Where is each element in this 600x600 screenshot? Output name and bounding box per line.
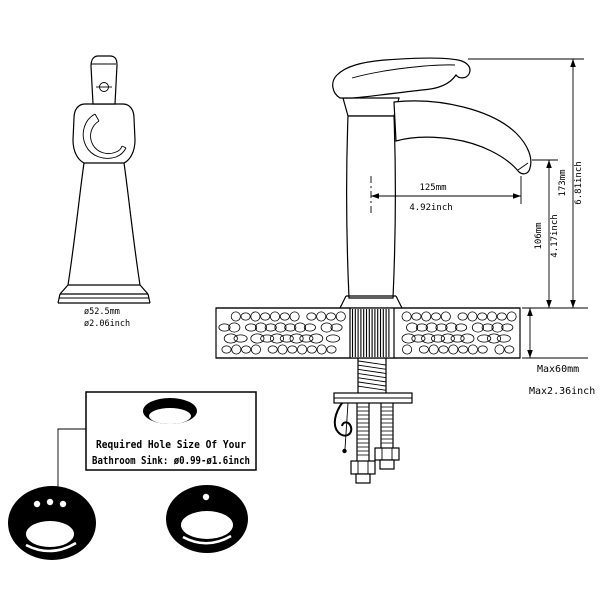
sink1-basin bbox=[181, 511, 233, 539]
side-handle bbox=[332, 57, 471, 99]
dim-spout-reach-inch: 4.92inch bbox=[409, 203, 452, 213]
sink3-basin bbox=[26, 521, 74, 547]
dim-spout-height-inch: 4.17inch bbox=[550, 214, 560, 257]
hose-left-ribs bbox=[357, 406, 369, 456]
dim-spout-height-mm: 106mm bbox=[534, 222, 544, 249]
countertop-pebbles bbox=[218, 311, 517, 355]
mounting-hook bbox=[333, 402, 353, 437]
sink3-hole-center bbox=[46, 498, 54, 506]
sink-three-hole bbox=[8, 486, 96, 560]
sink1-hole bbox=[202, 493, 210, 501]
faucet-side-view bbox=[332, 57, 532, 309]
countertop bbox=[215, 307, 521, 359]
side-spout bbox=[393, 100, 532, 175]
dim-deck-thickness-inch: Max2.36inch bbox=[529, 386, 595, 397]
front-base-diameter-inch: ø2.06inch bbox=[84, 319, 130, 329]
note-leader-line bbox=[57, 428, 86, 487]
dim-overall-height-inch: 6.81inch bbox=[574, 161, 584, 204]
front-handle bbox=[90, 55, 118, 105]
dim-overall-height-mm: 173mm bbox=[558, 169, 568, 196]
drain-rod bbox=[344, 402, 349, 450]
front-spout-housing bbox=[72, 103, 136, 164]
shank-hatch bbox=[351, 309, 390, 357]
side-neck bbox=[342, 97, 400, 117]
hose-right-ribs bbox=[381, 406, 393, 444]
dim-deck-thickness-mm: Max60mm bbox=[537, 364, 579, 375]
hose-right-nut bbox=[374, 447, 400, 461]
hole-note-line2: Bathroom Sink: ø0.99-ø1.6inch bbox=[92, 455, 250, 467]
faucet-front-view: ø52.5mm ø2.06inch bbox=[57, 55, 151, 329]
under-mount-hardware bbox=[333, 358, 413, 484]
sink-single-hole bbox=[166, 485, 248, 553]
dimensions: 125mm 4.92inch 106mm 4.17inch 173mm 6.81… bbox=[370, 58, 595, 397]
shank-threads bbox=[358, 360, 386, 391]
hole-note-box: Required Hole Size Of Your Bathroom Sink… bbox=[55, 391, 257, 495]
sink3-hole-left bbox=[33, 500, 41, 508]
hose-left-nut bbox=[350, 460, 376, 475]
dim-spout-reach-mm: 125mm bbox=[419, 183, 446, 193]
sink3-hole-right bbox=[59, 500, 67, 508]
hole-note-line1: Required Hole Size Of Your bbox=[96, 439, 246, 451]
front-base-diameter-mm: ø52.5mm bbox=[84, 307, 120, 317]
